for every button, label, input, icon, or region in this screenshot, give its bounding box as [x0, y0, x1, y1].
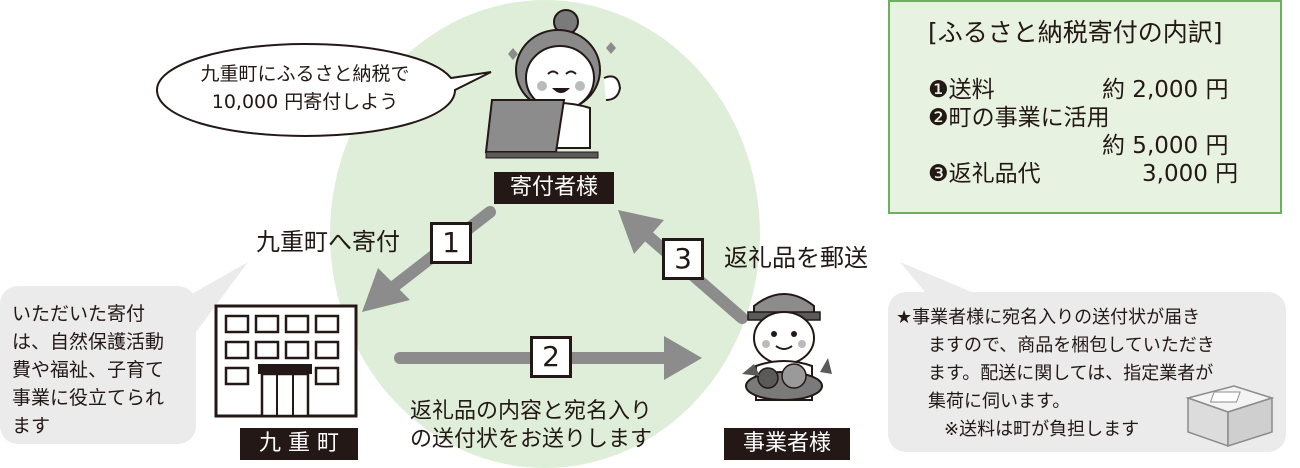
breakdown-title: [ふるさと納税寄付の内訳] [928, 18, 1223, 47]
town-note-line-4: 事業に役立てられ [12, 387, 165, 409]
speech-bubble-shape [155, 42, 492, 138]
step-3-text: 返礼品を郵送 [724, 244, 868, 272]
breakdown-item-3-label: ❸返礼品代 [928, 161, 1041, 187]
donation-breakdown-panel: [ふるさと納税寄付の内訳] ❶送料 約 2,000 円 ❷町の事業に活用 約 5… [888, 0, 1282, 214]
donor-label: 寄付者様 [494, 172, 614, 204]
business-label: 事業者様 [724, 428, 850, 460]
breakdown-item-2-label: ❷町の事業に活用 [928, 105, 1110, 131]
donor-illustration [484, 9, 622, 159]
step-3-number: 3 [662, 238, 704, 280]
business-note-bubble: ★事業者様に宛名入りの送付状が届き ますので、商品を梱包していただき ます。配送… [888, 292, 1286, 452]
business-note-line-4: 集荷に伺います。 [928, 391, 1071, 412]
speech-line-2: 10,000 円寄付しよう [211, 91, 399, 113]
breakdown-item-3-amount: 3,000 円 [1142, 161, 1239, 187]
speech-line-1: 九重町にふるさと納税で [200, 63, 410, 85]
business-note-line-2: ますので、商品を梱包していただき [928, 335, 1215, 356]
business-note-line-3: ます。配送に関しては、指定業者が [928, 363, 1214, 384]
town-note-line-3: 費や福祉、子育て [12, 359, 165, 381]
business-note-line-5: ※送料は町が負担します [944, 419, 1140, 440]
town-note-line-1: いただいた寄付 [12, 303, 146, 325]
business-note-pointer [900, 262, 986, 298]
town-note-line-2: は、自然保護活動 [12, 331, 165, 353]
breakdown-item-2-amount: 約 5,000 円 [1102, 133, 1229, 159]
step-2-text-line-2: の送付状をお送りします [410, 427, 653, 452]
step-2-text-line-1: 返礼品の内容と宛名入り [410, 399, 653, 424]
step-1-text: 九重町へ寄付 [256, 228, 400, 256]
business-note-line-1: ★事業者様に宛名入りの送付状が届き [896, 307, 1201, 328]
donor-speech-bubble: 九重町にふるさと納税で 10,000 円寄付しよう [155, 42, 495, 138]
town-note-line-5: ます [12, 415, 51, 437]
town-hall-illustration [214, 304, 358, 418]
breakdown-item-1-label: ❶送料 [928, 77, 995, 103]
package-box-icon [1185, 385, 1275, 448]
business-illustration [742, 293, 832, 401]
breakdown-item-1-amount: 約 2,000 円 [1102, 77, 1229, 103]
town-note-bubble: いただいた寄付 は、自然保護活動 費や福祉、子育て 事業に役立てられ ます [0, 286, 196, 444]
town-note-pointer [188, 262, 248, 332]
step-2-number: 2 [530, 336, 572, 378]
step-1-number: 1 [430, 222, 472, 264]
town-label: 九 重 町 [240, 428, 358, 460]
